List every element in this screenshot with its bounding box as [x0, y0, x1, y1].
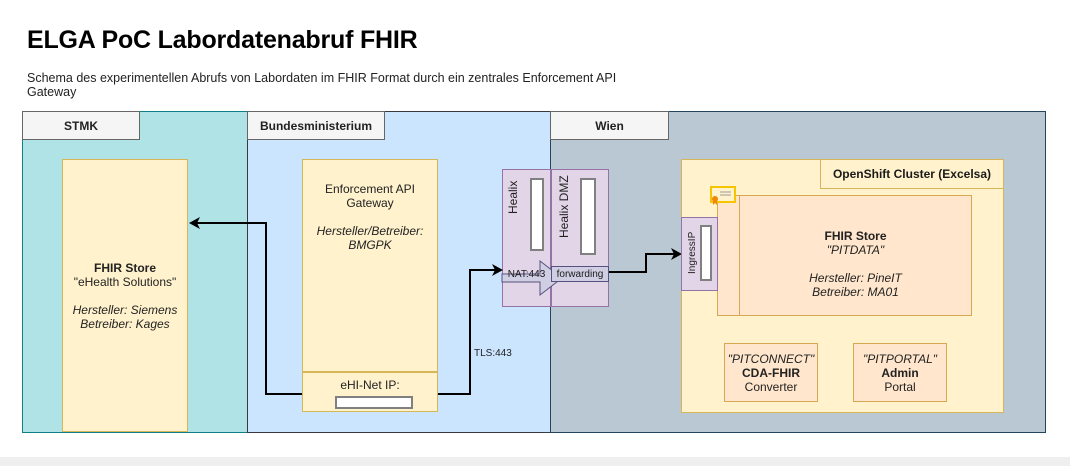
page-title: ELGA PoC Labordatenabruf FHIR: [27, 26, 418, 54]
page-subtitle: Schema des experimentellen Abrufs von La…: [27, 71, 617, 99]
pitconnect-name: "PITCONNECT": [727, 352, 815, 366]
pitdata-betreiber: Betreiber: MA01: [812, 285, 899, 299]
ehi-net-ip-box: eHI-Net IP:: [302, 372, 438, 412]
fhir-store-pitdata[interactable]: FHIR Store "PITDATA" Hersteller: PineIT …: [739, 195, 972, 316]
ingress-ip-box[interactable]: IngressIP: [681, 217, 718, 291]
fhir-store-ehealth-solutions[interactable]: FHIR Store "eHealth Solutions" Herstelle…: [62, 159, 188, 432]
healix-slot: [530, 178, 544, 251]
pitconnect-desc: Converter: [744, 380, 798, 394]
fhir-store-name: "eHealth Solutions": [73, 274, 177, 289]
ehi-net-ip-label: eHI-Net IP:: [340, 378, 400, 392]
pitportal-title: Admin: [881, 366, 919, 380]
forwarding-label: forwarding: [551, 266, 609, 282]
pitportal-desc: Portal: [884, 380, 916, 394]
fhir-store-hersteller: Hersteller: Siemens: [72, 302, 178, 317]
fhir-store-betreiber: Betreiber: Kages: [80, 316, 170, 331]
healix-box[interactable]: Healix: [502, 169, 551, 307]
zone-label-wien: Wien: [550, 111, 669, 140]
certificate-icon: [710, 186, 736, 206]
gateway-title-line1: Enforcement API: [324, 182, 416, 196]
healix-dmz-slot: [580, 178, 596, 255]
fhir-store-pitdata-side: [717, 195, 741, 316]
pitportal-admin-portal[interactable]: "PITPORTAL" Admin Portal: [853, 343, 947, 402]
zone-label-stmk: STMK: [22, 111, 140, 140]
healix-dmz-box[interactable]: Healix DMZ: [551, 169, 609, 307]
pitdata-title: FHIR Store: [824, 229, 887, 243]
pitconnect-converter[interactable]: "PITCONNECT" CDA-FHIR Converter: [724, 343, 818, 402]
ingress-ip-field[interactable]: [700, 225, 712, 281]
tls-port-label: TLS:443: [474, 348, 512, 359]
gateway-owner-line2: BMGPK: [348, 238, 392, 252]
healix-label: Healix: [506, 180, 520, 214]
healix-dmz-label: Healix DMZ: [557, 175, 571, 238]
gateway-owner-line1: Hersteller/Betreiber:: [316, 224, 424, 238]
footer-bar: [0, 457, 1070, 466]
nat-port-label: NAT:443: [507, 268, 546, 280]
pitconnect-title: CDA-FHIR: [742, 366, 800, 380]
ehi-net-ip-field[interactable]: [335, 396, 413, 409]
zone-label-bundesministerium: Bundesministerium: [247, 111, 385, 140]
pitportal-name: "PITPORTAL": [862, 352, 938, 366]
fhir-store-title: FHIR Store: [93, 260, 156, 275]
pitdata-hersteller: Hersteller: PineIT: [809, 271, 902, 285]
pitdata-name: "PITDATA": [826, 243, 885, 257]
gateway-title-line2: Gateway: [346, 196, 394, 210]
ingress-ip-label: IngressIP: [687, 231, 698, 274]
openshift-cluster-label: OpenShift Cluster (Excelsa): [820, 159, 1004, 189]
enforcement-api-gateway[interactable]: Enforcement API Gateway Hersteller/Betre…: [302, 159, 438, 372]
